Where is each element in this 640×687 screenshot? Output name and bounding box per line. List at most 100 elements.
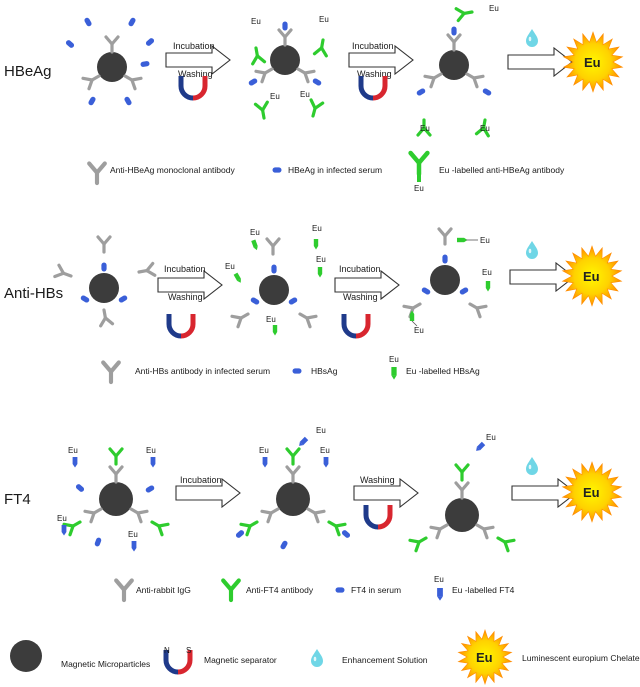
- step-label-washing: Washing: [178, 69, 213, 79]
- antigen-hbeag-icon: [272, 167, 282, 173]
- step-label-incubation: Incubation: [173, 41, 215, 51]
- antibody-gray-icon: [116, 581, 132, 601]
- antibody-green-anti-ft4: [147, 515, 170, 537]
- eu-labelled-ft4: [262, 457, 268, 468]
- eu-label: Eu: [320, 446, 330, 455]
- eu-label: Eu: [476, 650, 493, 665]
- eu-labelled-hbsag: [272, 325, 278, 336]
- antibody-gray: [108, 465, 124, 484]
- step-label-incubation: Incubation: [339, 264, 381, 274]
- legend-text: Anti-rabbit IgG: [136, 585, 191, 595]
- step-label-washing: Washing: [168, 292, 203, 302]
- antigen-hbeag: [247, 77, 259, 87]
- anti-hbs-legend: Anti-HBs antibody in infected serum HBsA…: [103, 355, 480, 382]
- section-title-anti-hbs: Anti-HBs: [4, 285, 63, 302]
- eu-label: Eu: [486, 433, 496, 442]
- legend-chelate: Luminescent europium Chelate: [522, 653, 640, 663]
- antigen-hbeag: [123, 95, 133, 107]
- antibody-gray: [136, 261, 157, 280]
- legend-text: Eu -labelled HBsAg: [406, 366, 480, 376]
- antigen-hbeag: [144, 37, 156, 47]
- magnet-legend-icon: N S: [164, 646, 191, 672]
- antibody-gray: [295, 307, 318, 329]
- eu-labelled-hbsag: [457, 237, 468, 243]
- eu-chelate-star: Eu: [561, 245, 623, 307]
- eu-label: Eu: [420, 124, 430, 133]
- antigen-hbeag: [83, 16, 93, 28]
- eu-label: Eu: [319, 15, 329, 24]
- eu-chelate-star: Eu: [457, 629, 513, 685]
- antibody-green-anti-ft4: [493, 531, 516, 553]
- antigen-ft4: [340, 529, 352, 539]
- legend-text: Anti-HBeAg monoclonal antibody: [110, 165, 235, 175]
- antibody-green-eu: [312, 37, 331, 58]
- eu-label: Eu: [270, 92, 280, 101]
- eu-labelled-hbsag: [317, 267, 323, 278]
- antibody-gray: [454, 481, 470, 500]
- magnetic-microparticle: [89, 273, 119, 303]
- legend-text: Eu -labelled anti-HBeAg antibody: [439, 165, 565, 175]
- antigen-hbsag: [101, 262, 107, 272]
- antigen-hbsag: [117, 294, 129, 304]
- magnetic-microparticle: [99, 482, 133, 516]
- eu-label: Eu: [266, 315, 276, 324]
- antigen-hbeag: [451, 26, 457, 36]
- antibody-gray: [285, 465, 301, 484]
- eu-label: Eu: [482, 268, 492, 277]
- eu-label: Eu: [584, 55, 601, 70]
- process-arrow: [509, 262, 575, 292]
- antigen-hbeag: [415, 87, 427, 97]
- magnetic-microparticle: [445, 498, 479, 532]
- legend-microparticles: Magnetic Microparticles: [61, 659, 150, 669]
- eu-labelled-ft4: [131, 541, 137, 552]
- eu-label: Eu: [480, 124, 490, 133]
- magnetic-microparticle: [439, 50, 469, 80]
- antigen-hbsag: [79, 294, 91, 304]
- antibody-gray: [96, 307, 115, 328]
- eu-label: Eu: [128, 530, 138, 539]
- eu-chelate-star: Eu: [561, 461, 623, 523]
- legend-text: Anti-FT4 antibody: [246, 585, 314, 595]
- legend-text: Eu -labelled FT4: [452, 585, 515, 595]
- antigen-hbeag: [127, 16, 137, 28]
- antibody-green-anti-ft4: [454, 463, 470, 482]
- antigen-hbeag: [311, 77, 323, 87]
- antibody-gray: [437, 227, 453, 246]
- antibody-gray: [53, 263, 75, 284]
- antibody-green-anti-ft4: [108, 447, 124, 466]
- anti-hbs-stage-2: Eu Eu Eu Eu Eu: [225, 224, 326, 336]
- antigen-ft4: [74, 483, 86, 493]
- bottom-legend: Magnetic Microparticles N S Magnetic sep…: [10, 629, 640, 685]
- magnetic-microparticle: [276, 482, 310, 516]
- legend-text: Anti-HBs antibody in infected serum: [135, 366, 270, 376]
- ft4-stage-3: Eu: [408, 433, 516, 553]
- eu-label: Eu: [583, 485, 600, 500]
- hbeag-legend: Anti-HBeAg monoclonal antibody HBeAg in …: [89, 153, 565, 193]
- section-title-ft4: FT4: [4, 491, 31, 508]
- eu-label: Eu: [68, 446, 78, 455]
- magnet-pole-n: N: [164, 646, 170, 655]
- eu-label: Eu: [414, 326, 424, 335]
- hbeag-stage-2: Eu Eu Eu Eu: [247, 15, 331, 121]
- step-label-incubation: Incubation: [352, 41, 394, 51]
- antibody-gray: [96, 235, 112, 254]
- antigen-hbeag: [282, 21, 288, 31]
- magnetic-microparticle: [97, 52, 127, 82]
- antibody-gray: [230, 307, 253, 329]
- magnetic-microparticle: [259, 275, 289, 305]
- antigen-ft4: [279, 539, 289, 551]
- eu-labelled-hbsag: [251, 239, 259, 251]
- antigen-hbsag: [287, 296, 299, 306]
- step-label-washing: Washing: [360, 475, 395, 485]
- step-label-incubation: Incubation: [180, 475, 222, 485]
- eu-labelled-hbsag: [233, 272, 243, 284]
- antibody-gray: [465, 297, 488, 319]
- hbeag-stage-3: Eu Eu Eu: [415, 4, 499, 138]
- step-label-washing: Washing: [343, 292, 378, 302]
- antibody-green-eu: [248, 45, 267, 66]
- legend-enhancement: Enhancement Solution: [342, 655, 428, 665]
- section-title-hbeag: HBeAg: [4, 63, 52, 80]
- enhancement-drop-icon: [526, 29, 538, 47]
- antibody-gray-icon: [103, 363, 119, 383]
